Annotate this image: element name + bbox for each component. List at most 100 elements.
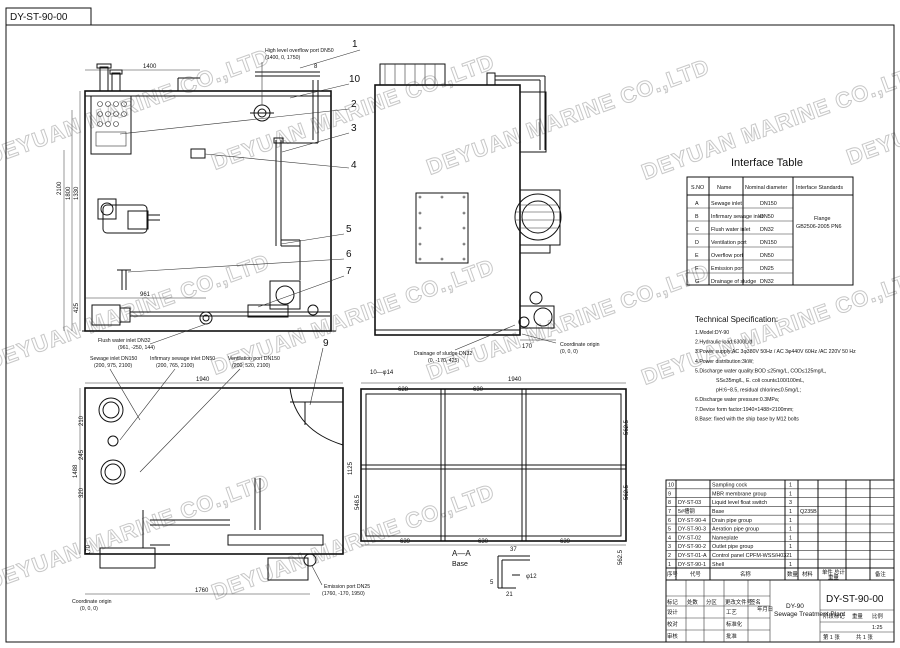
plan-dim-170: 170 <box>86 544 92 555</box>
tb-name: Sewage Treatment Plant <box>774 611 845 618</box>
tech-spec-item: 7.Device form factor:1940×1488×2100mm; <box>695 407 794 413</box>
ventilation-port-label: Ventilation port DN150 <box>228 356 280 362</box>
tech-spec-item: 5.Discharge water quality:BOD ≤25mg/L, C… <box>695 368 826 374</box>
tech-spec-item: 4.Power distribution:3kW; <box>695 359 754 365</box>
interface-row-sno: G <box>695 279 699 285</box>
base-view: 1940 10—φ14 628 630 1125 548.5 562.5 562… <box>348 370 630 598</box>
plan-coord-origin-value: (0, 0, 0) <box>80 606 98 612</box>
dim-top-width: 1400 <box>143 64 157 70</box>
parts-row-qty: 1 <box>789 527 792 533</box>
callout-10: 10 <box>349 74 361 85</box>
parts-row-no: 2 <box>668 553 671 559</box>
base-bot-639a: 639 <box>400 539 411 545</box>
parts-row-no: 3 <box>668 544 671 550</box>
parts-row-code: DY-ST-90-4 <box>678 518 706 524</box>
interface-row-sno: F <box>695 266 699 272</box>
tb-weight-label: 重量 <box>852 612 863 620</box>
base-dim-630: 630 <box>473 387 484 393</box>
parts-row-qty: 1 <box>789 518 792 524</box>
parts-row-no: 9 <box>668 491 671 497</box>
interface-row-dn: DN50 <box>760 214 774 220</box>
access-door <box>415 192 469 264</box>
interface-standard-label: Flange <box>814 216 830 222</box>
interface-row-sno: B <box>695 214 699 220</box>
dim-1800: 1800 <box>66 186 72 200</box>
parts-row-name: Drain pipe group <box>712 518 752 524</box>
tb-role-process: 工艺 <box>726 609 737 616</box>
parts-header-code: 代号 <box>690 570 701 578</box>
plan-dim-245: 245 <box>79 449 85 460</box>
callout-7: 7 <box>346 266 352 277</box>
dim-2100: 2100 <box>57 181 63 195</box>
callout-5: 5 <box>346 224 352 235</box>
tb-role-audit: 审核 <box>667 632 678 640</box>
ref-8: 8 <box>314 64 318 70</box>
tb-role-check: 校对 <box>667 620 678 628</box>
interface-standard-code: GB2506-2005 PN6 <box>796 224 842 230</box>
callout-9: 9 <box>323 338 329 349</box>
parts-row-qty: 1 <box>789 562 792 568</box>
interface-header-name: Name <box>717 185 731 191</box>
flush-water-label: Flush water inlet DN32 <box>98 338 151 344</box>
parts-row-qty: 1 <box>789 544 792 550</box>
parts-row-no: 4 <box>668 535 671 541</box>
parts-row-name: Aeration pipe group <box>712 527 759 533</box>
interface-table-title: Interface Table <box>731 157 803 169</box>
plan-dim-width: 1940 <box>196 377 210 383</box>
emission-port-label: Emission port DN25 <box>324 584 370 590</box>
tb-role-standard: 标准化 <box>726 620 743 628</box>
plan-dim-1760: 1760 <box>195 588 209 594</box>
base-dim-5625b: 562.5 <box>624 484 630 500</box>
parts-row-name: Liquid level float switch <box>712 500 767 506</box>
side-view: 170 Drainage of sludge DN32 (0, -170, 42… <box>374 63 600 364</box>
section-dim-21: 21 <box>506 592 513 598</box>
parts-row-no: 10 <box>668 483 674 489</box>
tech-spec-item: 6.Discharge water pressure:0.3MPa; <box>695 397 779 403</box>
side-coord-origin-value: (0, 0, 0) <box>560 349 578 355</box>
tb-scale-label: 比例 <box>872 612 883 620</box>
base-dim-1125: 1125 <box>348 461 354 475</box>
base-plate-label: 10—φ14 <box>370 370 394 376</box>
sewage-inlet-circle <box>98 397 124 423</box>
parts-row-qty: 1 <box>789 491 792 497</box>
parts-header-total: 总计 <box>834 568 845 576</box>
parts-row-no: 6 <box>668 518 671 524</box>
parts-row-name: Shell <box>712 562 724 568</box>
blower-unit <box>97 198 160 234</box>
interface-row-sno: D <box>695 240 699 246</box>
callout-4: 4 <box>351 160 357 171</box>
interface-row-dn: DN150 <box>760 201 777 207</box>
parts-row-qty: 1 <box>789 535 792 541</box>
pump-unit <box>247 280 319 318</box>
overflow-port-coord: (1400, 0, 1750) <box>265 55 300 61</box>
parts-row-name: Nameplate <box>712 535 738 541</box>
infirmary-inlet-circle <box>107 435 119 447</box>
tech-spec-item: pH:6~8.5, residual chlorine≤0.5mg/L; <box>716 388 801 394</box>
section-name: Base <box>452 561 468 568</box>
sludge-drain-label: Drainage of sludge DN32 <box>414 351 472 357</box>
interface-row-name: Sewage inlet <box>711 201 742 207</box>
dim-961: 961 <box>140 292 151 298</box>
overflow-port-label: High level overflow port DN50 <box>265 48 334 54</box>
parts-row-code: DY-ST-90-3 <box>678 527 706 533</box>
tb-scale-value: 1:25 <box>872 625 883 631</box>
parts-row-name: Outlet pipe group <box>712 544 753 550</box>
dim-1330: 1330 <box>74 186 80 200</box>
base-dim-5625c: 562.5 <box>618 549 624 565</box>
parts-row-qty: 1 <box>789 509 792 515</box>
parts-row-code: DY-ST-02 <box>678 535 701 541</box>
interface-row-dn: DN50 <box>760 253 774 259</box>
parts-row-code: DY-ST-90-2 <box>678 544 706 550</box>
ventilation-port-coord: (200, 520, 2100) <box>232 363 270 369</box>
tb-header-date: 年月日 <box>757 605 773 613</box>
front-view: 1400 2100 1800 1330 425 961 High level o… <box>57 48 336 351</box>
side-coord-origin-label: Coordinate origin <box>560 342 600 348</box>
section-profile <box>497 555 530 589</box>
interface-header-sno: S.NO <box>691 185 704 191</box>
interface-row-sno: E <box>695 253 699 259</box>
interface-row-name: Ventilation port <box>711 240 747 246</box>
interface-header-dn: Nominal diameter <box>745 185 787 191</box>
infirmary-inlet-coord: (200, 765, 2100) <box>156 363 194 369</box>
base-dim-5625a: 562.5 <box>624 419 630 435</box>
